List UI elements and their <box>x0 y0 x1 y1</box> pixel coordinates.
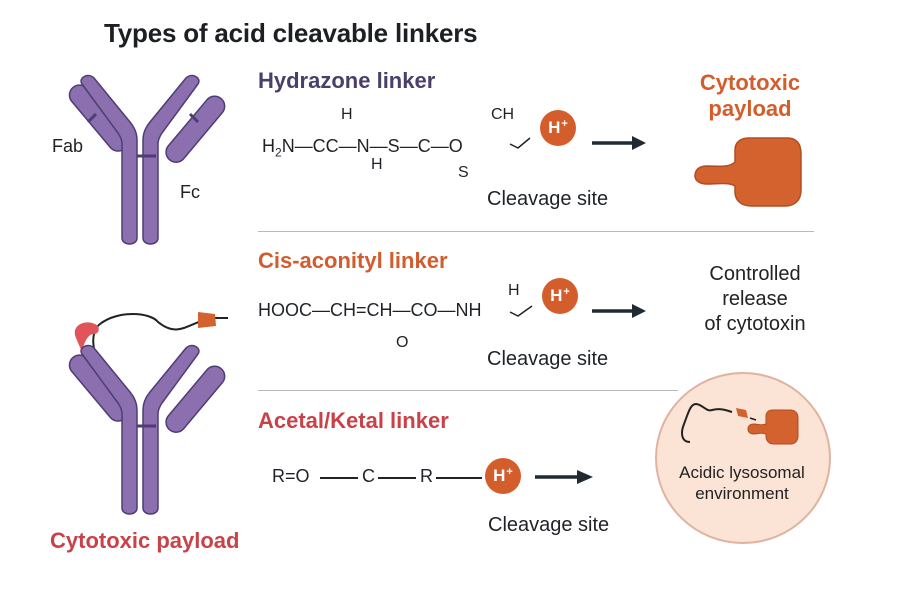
hydrazone-ch-above: CH <box>491 106 515 123</box>
cleavage-site-label-3: Cleavage site <box>488 514 610 536</box>
acidic-lysosomal-text: Acidic lysosomal environment <box>679 463 805 503</box>
acetal-r: R <box>420 466 433 486</box>
hydrazone-formula: H2N—CC—N—S—C—O <box>262 136 463 160</box>
cis-aconityl-o-below: O <box>396 334 409 351</box>
acetal-ketal-title: Acetal/Ketal linker <box>258 408 449 433</box>
hplus-badge-2: H+ <box>542 278 578 314</box>
cytotoxic-payload-label: Cytotoxic payload <box>50 528 240 553</box>
antibody-drug-conjugate-icon <box>68 312 228 515</box>
cytotoxic-payload-title: Cytotoxic payload <box>699 70 801 121</box>
hydrazone-title: Hydrazone linker <box>258 68 436 93</box>
hydrazone-bond <box>509 137 531 149</box>
hydrazone-s-below: S <box>458 164 469 181</box>
acetal-c: C <box>362 466 375 486</box>
section-divider-1 <box>258 231 814 232</box>
fc-label: Fc <box>180 182 200 202</box>
cis-aconityl-bond <box>509 305 533 317</box>
cis-aconityl-h-above: H <box>508 282 520 299</box>
cleavage-site-label-1: Cleavage site <box>487 188 609 210</box>
controlled-release-text: Controlled release of cytotoxin <box>704 263 806 335</box>
cis-aconityl-formula: HOOC—CH=CH—CO—NH <box>258 300 482 320</box>
acetal-bond-3 <box>436 477 482 479</box>
red-payload-icon <box>74 322 99 352</box>
hydrazone-h-below: H <box>371 156 383 173</box>
arrow-right-icon-1 <box>592 136 646 150</box>
hplus-badge-3: H+ <box>485 458 521 494</box>
fab-label: Fab <box>52 136 84 156</box>
hydrazone-h-above: H <box>341 106 353 123</box>
diagram-title: Types of acid cleavable linkers <box>104 18 478 48</box>
lysosome-circle <box>655 372 831 544</box>
hplus-badge-1: H+ <box>540 110 576 146</box>
arrow-right-icon-3 <box>535 470 593 484</box>
acetal-bond-2 <box>378 477 416 479</box>
arrow-right-icon-2 <box>592 304 646 318</box>
cleavage-site-label-2: Cleavage site <box>487 348 609 370</box>
section-divider-2 <box>258 390 678 391</box>
cis-aconityl-title: Cis-aconityl linker <box>258 248 448 273</box>
antibody-top-icon <box>68 74 226 245</box>
acetal-r-o: R=O <box>272 466 310 486</box>
cytotoxic-payload-icon <box>694 137 802 207</box>
lysosome-cleavage-icon <box>681 402 799 445</box>
payload-fragment-icon <box>198 312 216 328</box>
acetal-bond-1 <box>320 477 358 479</box>
